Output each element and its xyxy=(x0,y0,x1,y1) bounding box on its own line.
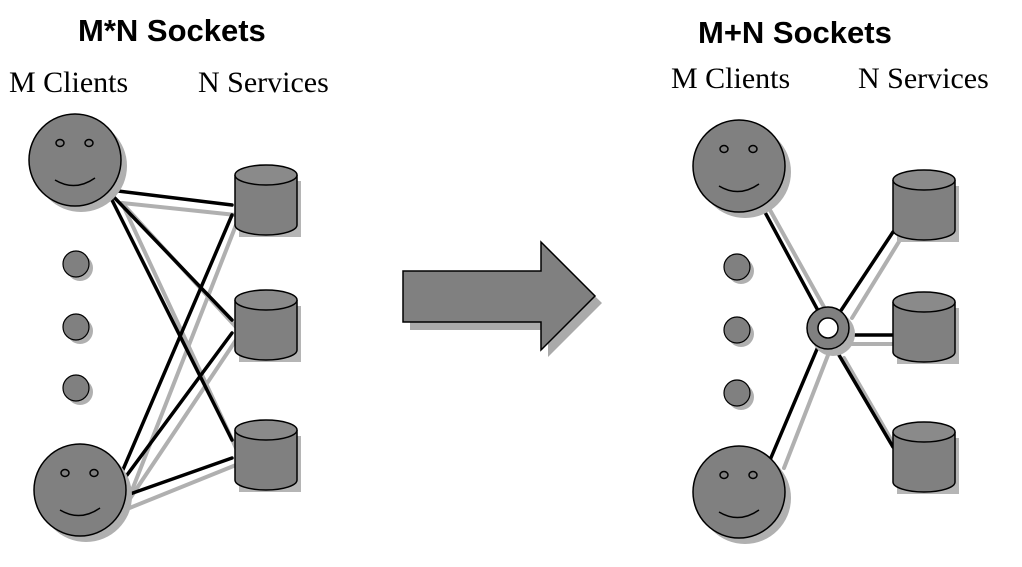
client-face-icon xyxy=(28,113,128,213)
service-database-icon xyxy=(892,169,960,243)
client-face-icon xyxy=(692,445,792,545)
client-dot-icon xyxy=(62,374,94,406)
service-database-icon xyxy=(892,421,960,495)
right-arrow-icon xyxy=(402,240,602,357)
right-services-label: N Services xyxy=(858,62,989,95)
service-database-icon xyxy=(234,289,302,363)
service-database-icon xyxy=(234,419,302,493)
right-connections xyxy=(758,201,902,470)
client-dot-icon xyxy=(723,379,755,411)
client-dot-icon xyxy=(723,316,755,348)
left-clients-label: M Clients xyxy=(9,66,129,99)
client-face-icon xyxy=(692,119,792,219)
left-services-label: N Services xyxy=(198,66,329,99)
service-database-icon xyxy=(234,164,302,238)
left-panel-title: M*N Sockets xyxy=(78,13,266,48)
left-connections xyxy=(108,188,238,511)
hub-ring-icon xyxy=(806,306,855,356)
right-panel-title: M+N Sockets xyxy=(698,15,892,50)
client-dot-icon xyxy=(62,313,94,345)
service-database-icon xyxy=(892,291,960,365)
client-dot-icon xyxy=(723,253,755,285)
right-clients-label: M Clients xyxy=(671,62,791,95)
client-dot-icon xyxy=(62,250,94,282)
client-face-icon xyxy=(33,443,133,543)
